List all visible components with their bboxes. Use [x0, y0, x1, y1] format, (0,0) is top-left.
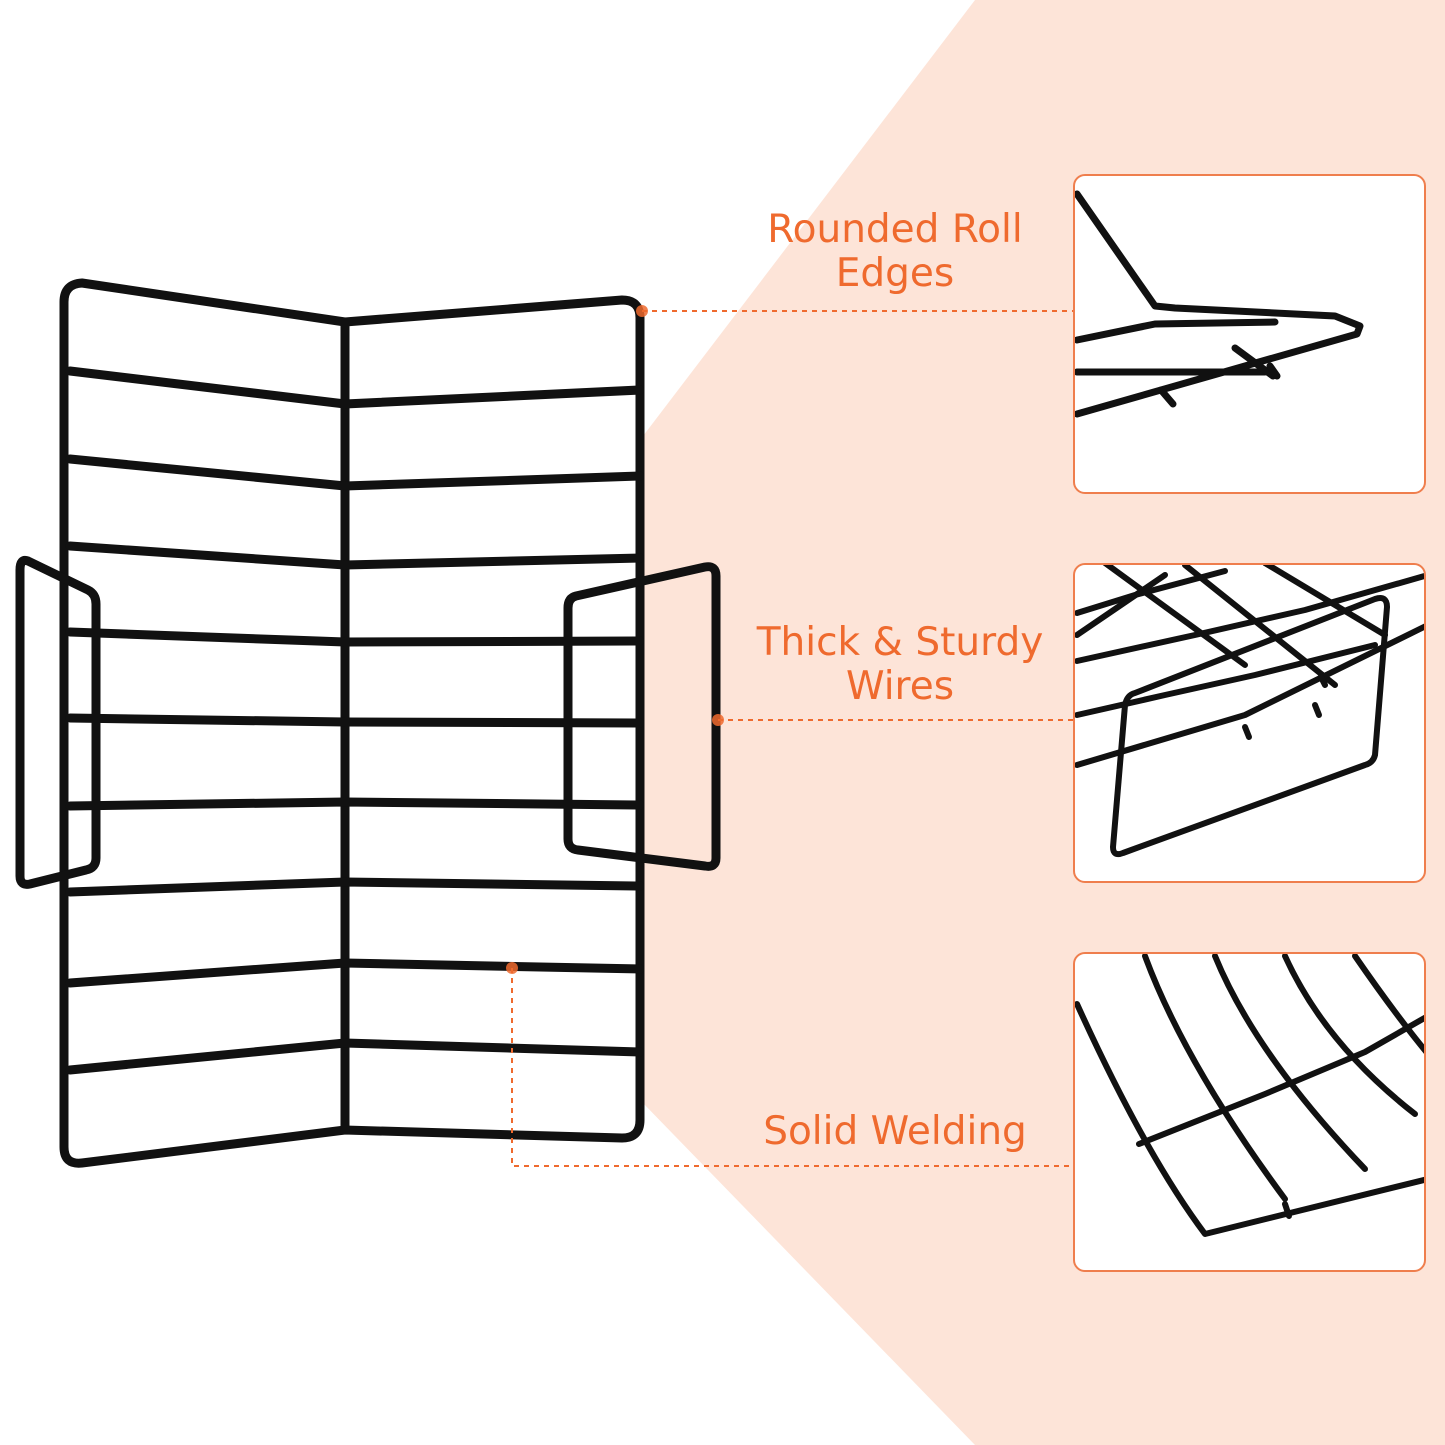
callout-dot-rounded-edges: [636, 305, 648, 317]
feature-label-solid-welding: Solid Welding: [763, 1109, 1027, 1154]
rack-outer-frame: [59, 278, 645, 1168]
rack-cross-wires: [65, 366, 645, 1075]
callout-dot-sturdy-wires: [712, 714, 724, 726]
sturdy-wire-closeup: [1075, 565, 1424, 858]
welding-closeup: [1075, 954, 1424, 1237]
rack-right-handle: [563, 562, 721, 871]
detail-image-sturdy-wires: [1073, 563, 1426, 883]
callout-line-welding: [511, 968, 1073, 1167]
rack-left-handle: [15, 555, 101, 889]
detail-image-rounded-edges: [1073, 174, 1426, 494]
feature-label-sturdy-wires: Thick & Sturdy Wires: [756, 620, 1044, 709]
callout-dot-welding: [506, 962, 518, 974]
rounded-edge-closeup: [1075, 190, 1364, 418]
feature-label-rounded-edges: Rounded Roll Edges: [767, 207, 1023, 296]
detail-image-solid-welding: [1073, 952, 1426, 1272]
